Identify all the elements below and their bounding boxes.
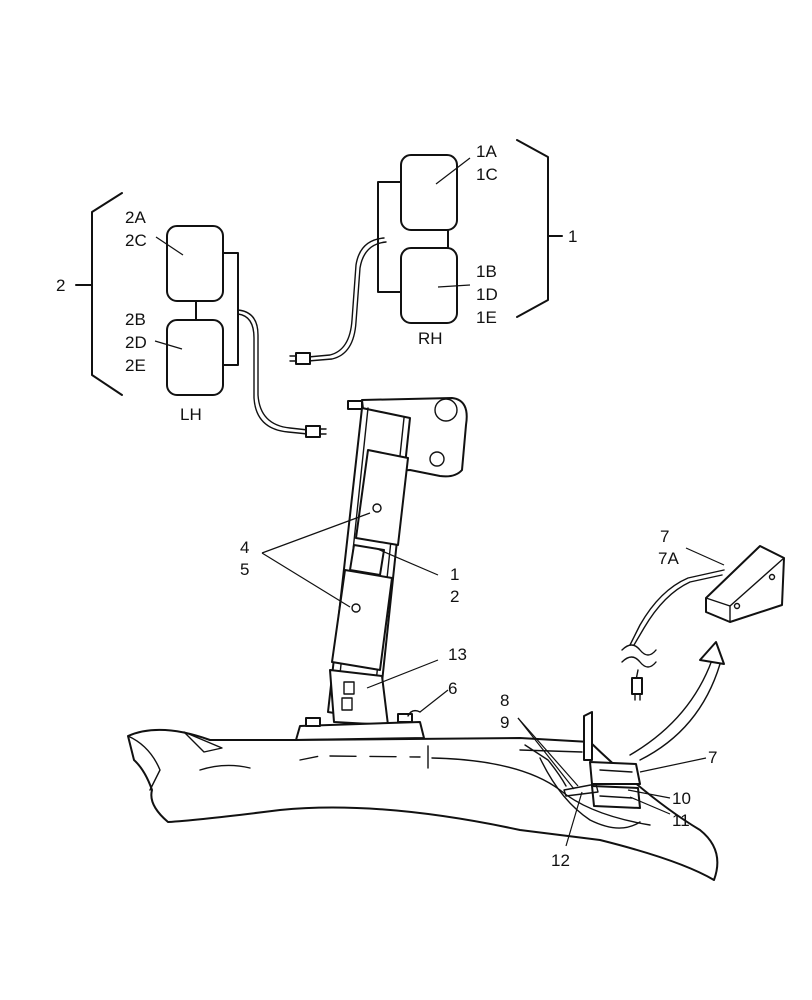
direction-arrow (699, 641, 725, 665)
callout-1a: 1A (476, 142, 497, 161)
callout-13: 13 (448, 645, 467, 664)
beacon-connector (631, 677, 643, 695)
callout-1b: 1B (476, 262, 497, 281)
callout-1d: 1D (476, 285, 498, 304)
callout-8: 8 (500, 691, 509, 710)
lh-connector (305, 425, 321, 438)
vehicle-body (127, 728, 719, 881)
lh-light-assembly (166, 225, 327, 438)
callout-1: 1 (568, 227, 577, 246)
label-rh: RH (418, 329, 443, 348)
mast-upper-box (355, 449, 409, 546)
callout-2: 2 (56, 276, 65, 295)
callout-2b: 2B (125, 310, 146, 329)
rh-upper-light (400, 154, 458, 231)
callout-10: 10 (672, 789, 691, 808)
lh-lower-light (166, 319, 224, 396)
mast-assembly (295, 397, 468, 741)
callout-labels: 1A 1C 1B 1D 1E 1 2A 2C 2B 2D 2E 2 RH LH … (56, 142, 717, 870)
callout-1-mast: 1 (450, 565, 459, 584)
callout-2c: 2C (125, 231, 147, 250)
roof-panel (127, 728, 719, 881)
callout-7: 7 (708, 748, 717, 767)
beacon-assembly (621, 545, 785, 761)
lh-cable (237, 309, 309, 431)
socket-housing (589, 761, 641, 785)
rh-connector (295, 352, 311, 365)
bracket-1 (516, 139, 549, 318)
callout-5: 5 (240, 560, 249, 579)
mast-lower-box (331, 569, 393, 671)
lh-upper-light (166, 225, 224, 302)
rh-cable (307, 237, 385, 358)
callout-6: 6 (448, 679, 457, 698)
label-lh: LH (180, 405, 202, 424)
mast-base-box (329, 669, 389, 726)
callout-2e: 2E (125, 356, 146, 375)
beacon-light (705, 545, 785, 623)
callout-11: 11 (672, 811, 690, 830)
bracket-2 (91, 192, 123, 396)
socket-assembly (524, 711, 641, 809)
callout-9: 9 (500, 713, 509, 732)
mast-bolt (347, 400, 363, 410)
callout-7a: 7A (658, 549, 679, 568)
callout-2a: 2A (125, 208, 146, 227)
callout-12: 12 (551, 851, 570, 870)
callout-1c: 1C (476, 165, 498, 184)
callout-1e: 1E (476, 308, 497, 327)
callout-7-beacon: 7 (660, 527, 669, 546)
callout-4: 4 (240, 538, 249, 557)
callout-2d: 2D (125, 333, 147, 352)
rh-lower-light (400, 247, 458, 324)
rh-light-assembly (289, 154, 458, 365)
callout-2-mast: 2 (450, 587, 459, 606)
